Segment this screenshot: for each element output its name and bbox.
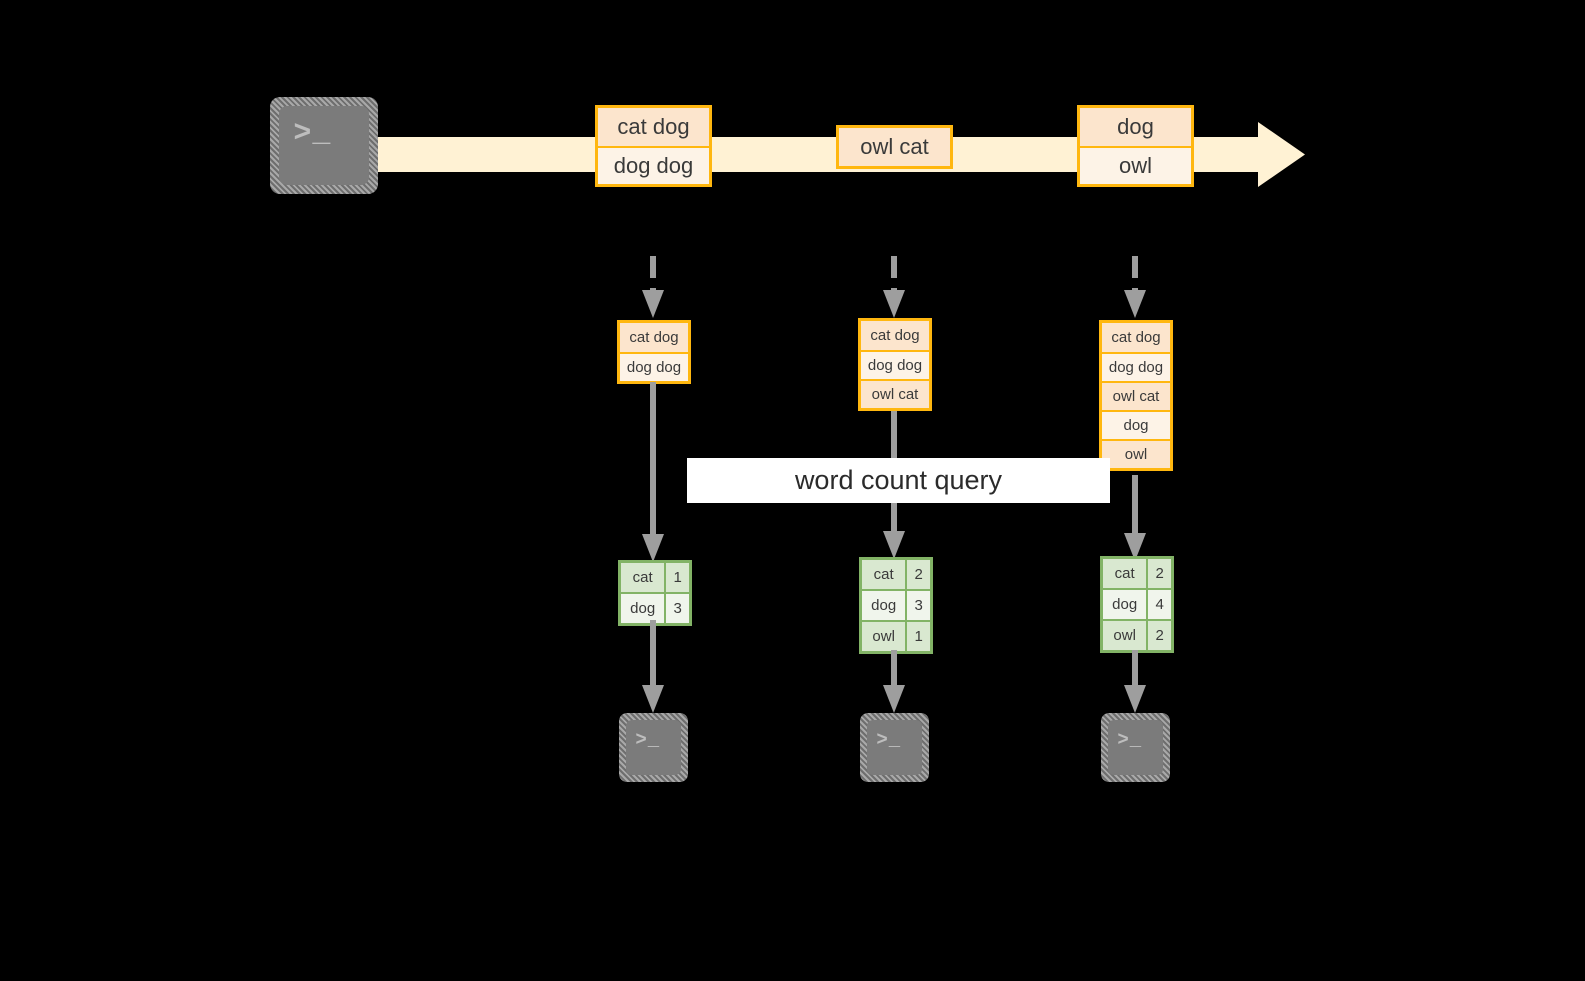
- terminal-screen: >_: [1108, 720, 1163, 775]
- result-table-3[interactable]: cat 2 dog 4 owl 2: [1100, 556, 1174, 653]
- accumulated-messages-2[interactable]: cat dog dog dog owl cat: [858, 318, 932, 411]
- prompt-glyph: >_: [635, 729, 661, 751]
- table-row: dog 4: [1103, 588, 1171, 619]
- table-row: owl 1: [862, 620, 930, 651]
- query-label: word count query: [687, 458, 1110, 503]
- table-row: cat 2: [1103, 559, 1171, 588]
- query-connector-3: [1120, 475, 1150, 563]
- message-line: cat dog: [598, 108, 709, 146]
- stream-message-1[interactable]: cat dog dog dog: [595, 105, 712, 187]
- word-cell: owl: [1103, 621, 1147, 650]
- consumer-terminal-icon-2[interactable]: >_: [860, 713, 929, 782]
- message-line: cat dog: [1102, 323, 1170, 352]
- message-line: owl cat: [861, 379, 929, 408]
- stream-to-snapshot-connector-1: [638, 256, 668, 320]
- terminal-screen: >_: [626, 720, 681, 775]
- count-cell: 3: [664, 594, 689, 623]
- query-label-text: word count query: [794, 465, 1003, 495]
- message-line: dog dog: [861, 350, 929, 379]
- message-line: cat dog: [861, 321, 929, 350]
- count-cell: 2: [1146, 559, 1171, 588]
- message-line: dog dog: [1102, 352, 1170, 381]
- query-connector-1: [638, 382, 668, 564]
- stream-to-snapshot-connector-3: [1120, 256, 1150, 320]
- result-to-consumer-connector-3: [1120, 650, 1150, 715]
- word-cell: dog: [862, 591, 906, 620]
- prompt-glyph: >_: [1117, 729, 1143, 751]
- message-line: owl: [1080, 146, 1191, 184]
- prompt-glyph: >_: [876, 729, 902, 751]
- stream-message-2[interactable]: owl cat: [836, 125, 953, 169]
- word-cell: dog: [1103, 590, 1147, 619]
- count-cell: 4: [1146, 590, 1171, 619]
- accumulated-messages-1[interactable]: cat dog dog dog: [617, 320, 691, 384]
- terminal-screen: >_: [279, 106, 369, 185]
- result-to-consumer-connector-2: [879, 650, 909, 715]
- stream-to-snapshot-connector-2: [879, 256, 909, 320]
- stream-message-3[interactable]: dog owl: [1077, 105, 1194, 187]
- message-line: dog dog: [598, 146, 709, 184]
- message-line: owl: [1102, 439, 1170, 468]
- message-line: cat dog: [620, 323, 688, 352]
- producer-terminal-icon[interactable]: >_: [270, 97, 378, 194]
- message-line: dog dog: [620, 352, 688, 381]
- result-table-2[interactable]: cat 2 dog 3 owl 1: [859, 557, 933, 654]
- count-cell: 2: [905, 560, 930, 589]
- message-line: dog: [1102, 410, 1170, 439]
- word-cell: owl: [862, 622, 906, 651]
- message-line: owl cat: [1102, 381, 1170, 410]
- word-cell: cat: [1103, 559, 1147, 588]
- table-row: dog 3: [862, 589, 930, 620]
- table-row: dog 3: [621, 592, 689, 623]
- message-line: dog: [1080, 108, 1191, 146]
- accumulated-messages-3[interactable]: cat dog dog dog owl cat dog owl: [1099, 320, 1173, 471]
- table-row: cat 2: [862, 560, 930, 589]
- word-cell: cat: [621, 563, 665, 592]
- consumer-terminal-icon-1[interactable]: >_: [619, 713, 688, 782]
- count-cell: 3: [905, 591, 930, 620]
- word-cell: dog: [621, 594, 665, 623]
- prompt-glyph: >_: [293, 116, 332, 151]
- consumer-terminal-icon-3[interactable]: >_: [1101, 713, 1170, 782]
- message-line: owl cat: [839, 128, 950, 166]
- result-to-consumer-connector-1: [638, 620, 668, 715]
- count-cell: 1: [664, 563, 689, 592]
- word-cell: cat: [862, 560, 906, 589]
- table-row: cat 1: [621, 563, 689, 592]
- count-cell: 2: [1146, 621, 1171, 650]
- count-cell: 1: [905, 622, 930, 651]
- table-row: owl 2: [1103, 619, 1171, 650]
- result-table-1[interactable]: cat 1 dog 3: [618, 560, 692, 626]
- terminal-screen: >_: [867, 720, 922, 775]
